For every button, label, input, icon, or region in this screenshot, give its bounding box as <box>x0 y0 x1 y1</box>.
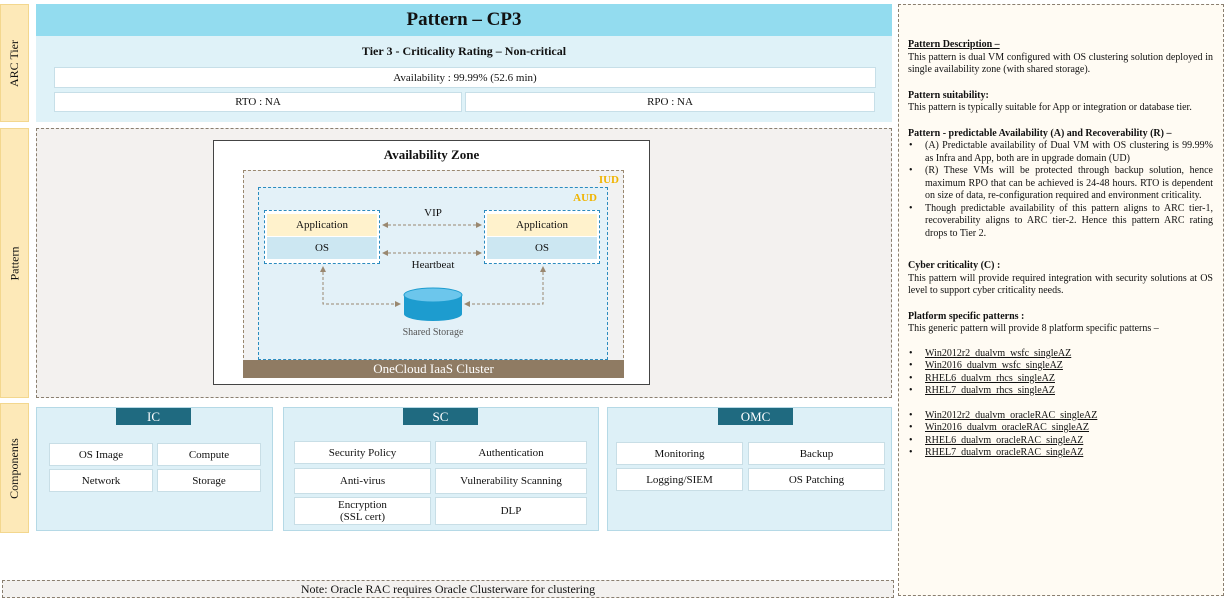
platform-text: This generic pattern will provide 8 plat… <box>908 323 1159 334</box>
platform-list-1: Win2012r2_dualvm_wsfc_singleAZ Win2016_d… <box>908 348 1213 398</box>
list-item: Win2016_dualvm_wsfc_singleAZ <box>908 360 1213 373</box>
platform-heading: Platform specific patterns : <box>908 310 1025 322</box>
sc-security-policy: Security Policy <box>294 441 431 464</box>
suitability-section: Pattern suitability: This pattern is typ… <box>908 90 1213 115</box>
omc-panel: OMC Monitoring Backup Logging/SIEM OS Pa… <box>607 407 892 531</box>
page-title: Pattern – CP3 <box>36 4 892 36</box>
sc-panel: SC Security Policy Authentication Anti-v… <box>283 407 599 531</box>
sc-authentication: Authentication <box>435 441 587 464</box>
tier-rating: Tier 3 - Criticality Rating – Non-critic… <box>361 44 567 58</box>
vm1-application: Application <box>267 214 377 236</box>
vm-1: Application OS <box>264 210 380 264</box>
availability-section: Pattern - predictable Availability (A) a… <box>908 128 1213 241</box>
vip-label: VIP <box>424 207 442 219</box>
suitability-heading: Pattern suitability: <box>908 89 989 101</box>
platform-list-2: Win2012r2_dualvm_oracleRAC_singleAZ Win2… <box>908 410 1213 460</box>
ic-network: Network <box>49 469 153 492</box>
description-panel: Pattern Description – This pattern is du… <box>898 4 1224 596</box>
description-text: This pattern is dual VM configured with … <box>908 51 1213 76</box>
ic-panel: IC OS Image Compute Network Storage <box>36 407 273 531</box>
aud-label: AUD <box>573 192 597 204</box>
sidebar-pattern: Pattern <box>0 128 29 398</box>
sidebar-components: Components <box>0 403 29 533</box>
cyber-heading: Cyber criticality (C) : <box>908 260 1001 271</box>
omc-logging-siem: Logging/SIEM <box>616 468 743 491</box>
sidebar-arc-tier: ARC Tier <box>0 4 29 122</box>
footer-note: Note: Oracle RAC requires Oracle Cluster… <box>2 580 894 598</box>
storage-link-left <box>320 266 401 307</box>
cyber-text: This pattern will provide required integ… <box>908 272 1213 297</box>
omc-backup: Backup <box>748 442 885 465</box>
availability-heading: Pattern - predictable Availability (A) a… <box>908 127 1172 139</box>
sc-header: SC <box>403 408 478 425</box>
list-item: RHEL7_dualvm_oracleRAC_singleAZ <box>908 447 1213 460</box>
ic-compute: Compute <box>157 443 261 466</box>
availability-bullets: (A) Predictable availability of Dual VM … <box>908 140 1213 240</box>
omc-monitoring: Monitoring <box>616 442 743 465</box>
description-heading: Pattern Description – <box>908 39 1000 50</box>
sc-encryption: Encryption (SSL cert) <box>294 497 431 525</box>
vm-2: Application OS <box>484 210 600 264</box>
omc-os-patching: OS Patching <box>748 468 885 491</box>
omc-header: OMC <box>718 408 793 425</box>
sc-anti-virus: Anti-virus <box>294 468 431 494</box>
list-item: Win2012r2_dualvm_oracleRAC_singleAZ <box>908 410 1213 423</box>
shared-storage-label: Shared Storage <box>402 327 464 338</box>
suitability-text: This pattern is typically suitable for A… <box>908 102 1192 113</box>
cluster-bar: OneCloud IaaS Cluster <box>243 360 624 378</box>
list-item: RHEL7_dualvm_rhcs_singleAZ <box>908 385 1213 398</box>
list-item: RHEL6_dualvm_rhcs_singleAZ <box>908 373 1213 386</box>
list-item: (A) Predictable availability of Dual VM … <box>908 140 1213 165</box>
sc-vulnerability-scanning: Vulnerability Scanning <box>435 468 587 494</box>
heartbeat-label: Heartbeat <box>411 259 455 271</box>
sidebar-components-label: Components <box>7 437 22 499</box>
list-item: Win2016_dualvm_oracleRAC_singleAZ <box>908 422 1213 435</box>
ic-os-image: OS Image <box>49 443 153 466</box>
vm1-os: OS <box>267 237 377 259</box>
cyber-section: Cyber criticality (C) : This pattern wil… <box>908 260 1213 298</box>
iud-label: IUD <box>598 174 619 186</box>
ic-storage: Storage <box>157 469 261 492</box>
rto-box: RTO : NA <box>54 92 462 112</box>
az-title: Availability Zone <box>383 147 480 162</box>
vm2-os: OS <box>487 237 597 259</box>
list-item: Though predictable availability of this … <box>908 203 1213 241</box>
database-icon <box>403 287 463 321</box>
rpo-box: RPO : NA <box>465 92 875 112</box>
platform-section: Platform specific patterns : This generi… <box>908 311 1213 460</box>
list-item: RHEL6_dualvm_oracleRAC_singleAZ <box>908 435 1213 448</box>
vm2-application: Application <box>487 214 597 236</box>
list-item: Win2012r2_dualvm_wsfc_singleAZ <box>908 348 1213 361</box>
storage-link-right <box>464 266 546 307</box>
list-item: (R) These VMs will be protected through … <box>908 165 1213 203</box>
ic-header: IC <box>116 408 191 425</box>
availability-box: Availability : 99.99% (52.6 min) <box>54 67 876 88</box>
description-section: Pattern Description – This pattern is du… <box>908 39 1213 77</box>
connector-lines <box>320 222 546 321</box>
arc-panel: Tier 3 - Criticality Rating – Non-critic… <box>36 36 892 122</box>
sc-dlp: DLP <box>435 497 587 525</box>
